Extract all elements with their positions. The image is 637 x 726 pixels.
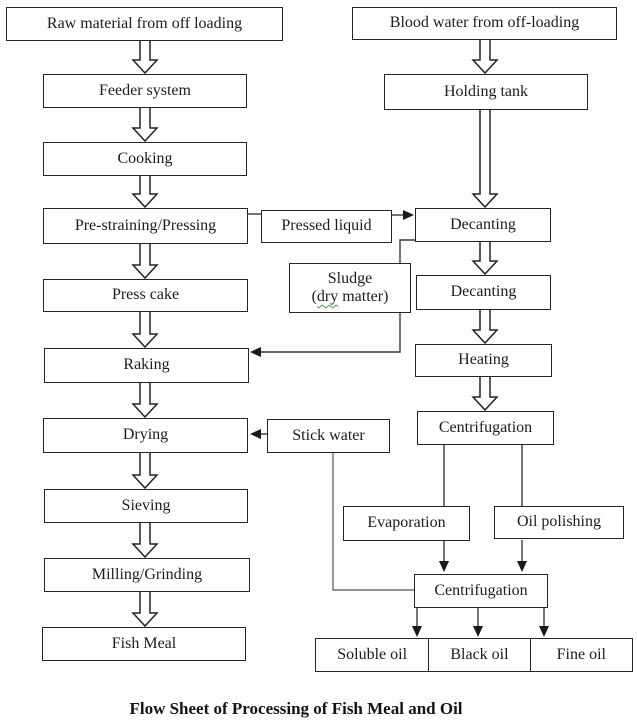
flow-arrow [131,108,159,143]
node-press-cake: Press cake [43,279,248,312]
output-products-row: Soluble oil Black oil Fine oil [315,638,633,672]
filled-arrowheads [250,210,549,637]
node-label: Cooking [117,149,173,167]
flow-arrow [131,244,159,280]
arrowhead-down [539,626,549,637]
node-decanting-1: Decanting [415,208,551,242]
node-drying: Drying [43,418,248,453]
node-label: Milling/Grinding [91,565,203,583]
hollow-flow-arrows-left [131,40,159,628]
node-label: Evaporation [367,514,446,532]
arrowhead-left [250,429,261,439]
node-label: Heating [458,351,509,369]
flow-arrow [471,242,499,276]
node-evaporation: Evaporation [343,506,470,541]
node-label: Fine oil [556,646,606,663]
node-holding-tank: Holding tank [384,74,588,110]
node-label-line1: Sludge [327,269,373,287]
flow-arrow [471,377,499,412]
node-raking: Raking [44,348,249,383]
node-label-fragment: ( [311,288,317,305]
node-label: Sieving [121,496,171,514]
node-label: Press cake [111,286,180,304]
node-label: Oil polishing [516,513,601,531]
flow-arrow [131,40,159,75]
arrowhead-down [439,561,449,572]
node-decanting-2: Decanting [416,275,551,310]
node-fish-meal: Fish Meal [42,627,246,661]
node-milling-grinding: Milling/Grinding [44,558,250,592]
arrowhead-down [517,561,527,572]
flow-arrow [471,310,499,345]
diagram-caption: Flow Sheet of Processing of Fish Meal an… [129,699,463,718]
node-stick-water: Stick water [267,419,390,453]
node-label: Holding tank [444,82,528,100]
node-label: Feeder system [99,81,191,99]
node-label: Decanting [450,283,517,301]
node-soluble-oil: Soluble oil [316,639,428,671]
node-raw-material: Raw material from off loading [6,7,283,41]
node-centrifugation-2: Centrifugation [414,574,548,608]
node-label: Centrifugation [434,581,528,599]
node-label-fragment: matter) [338,288,389,305]
node-oil-polishing: Oil polishing [494,506,624,539]
node-label: Soluble oil [337,646,408,663]
node-label: Stick water [292,426,365,444]
node-label: Centrifugation [438,418,533,436]
node-label: Drying [122,426,169,444]
flow-arrow [131,592,159,628]
node-label: Fish Meal [111,634,177,652]
arrowhead-left [250,347,261,357]
node-label: Decanting [450,215,516,233]
node-feeder-system: Feeder system [43,74,247,108]
node-sludge-dry-matter: Sludge (dry matter) [289,263,411,313]
arrowhead-right [403,210,414,220]
flow-arrow [471,39,499,75]
node-black-oil: Black oil [428,639,529,671]
flow-arrow [131,523,159,559]
spellchecked-word: dry [316,288,339,305]
node-fine-oil: Fine oil [529,639,632,671]
flow-arrow [471,110,499,209]
node-centrifugation-1: Centrifugation [417,411,554,445]
arrowhead-down [412,626,422,637]
node-label: Blood water from off-loading [389,14,580,32]
node-sieving: Sieving [44,489,248,523]
node-label: Pressed liquid [281,217,372,235]
node-label: Raw material from off loading [46,14,243,32]
node-label: Pre-straining/Pressing [74,216,217,234]
node-label: Raking [123,356,170,374]
arrowhead-down [473,626,483,637]
node-blood-water: Blood water from off-loading [352,7,617,40]
flow-arrow [131,176,159,209]
node-pre-straining-pressing: Pre-straining/Pressing [43,208,248,244]
connector-stickwater-centrifugation2 [332,453,414,591]
node-label: Black oil [450,646,509,663]
node-pressed-liquid: Pressed liquid [261,210,392,243]
flow-arrow [131,383,159,419]
hollow-flow-arrows-right [471,39,499,412]
node-label-line2: (dry matter) [312,288,389,306]
flow-arrow [131,312,159,349]
node-heating: Heating [415,344,552,377]
flow-arrow [131,453,159,490]
node-cooking: Cooking [43,142,247,176]
